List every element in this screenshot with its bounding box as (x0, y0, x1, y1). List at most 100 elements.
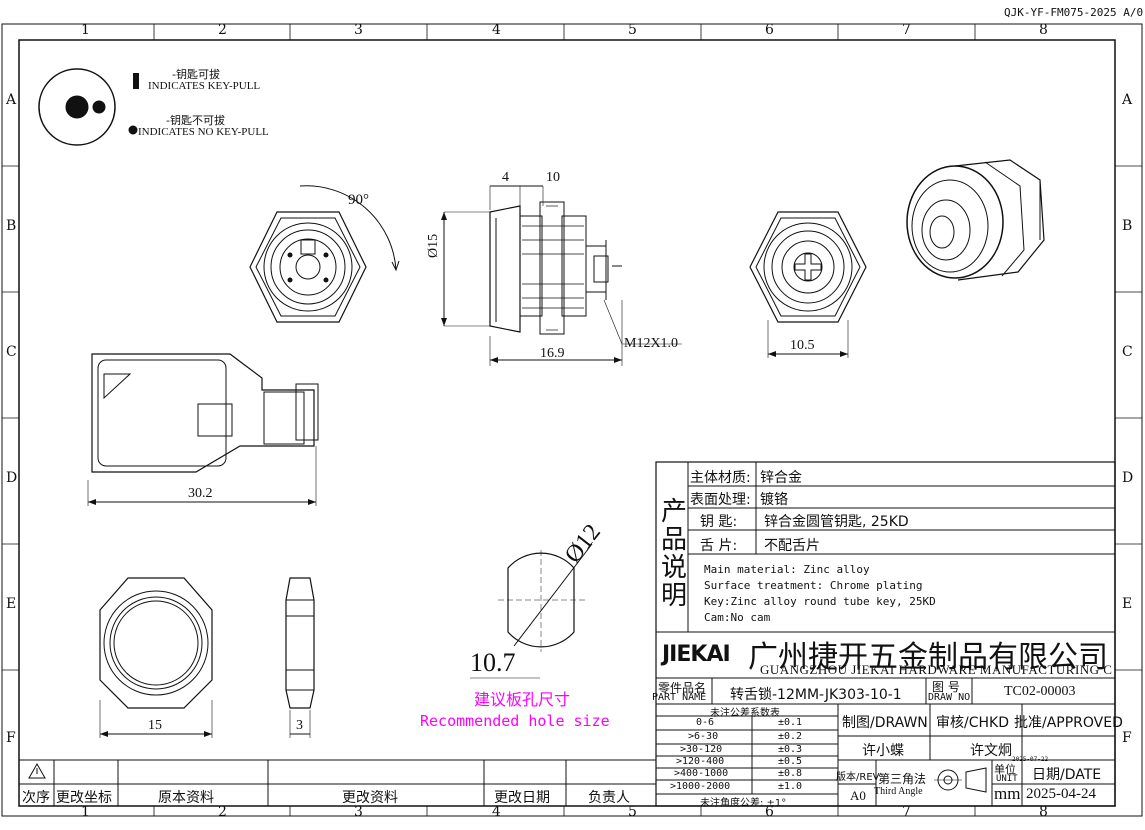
spec-title-char: 说 (661, 553, 688, 583)
zone-col-2-bottom: 2 (218, 804, 227, 820)
rev-col-original: 原本资料 (158, 790, 214, 806)
zone-row-f-right: F (1122, 730, 1132, 746)
rev-label: 版本/REV (836, 772, 880, 783)
spec-value-cam: 不配舌片 (764, 538, 820, 554)
chkd-label: 审核/CHKD (936, 715, 1009, 731)
zone-row-b-right: B (1122, 218, 1133, 234)
tol-range: >120-400 (676, 756, 725, 767)
spec-title-char: 产 (661, 497, 688, 527)
tolerance-angle: 未注角度公差: ±1° (700, 798, 787, 809)
part-name-label-cn: 零件品名 (658, 681, 707, 695)
spec-label-material: 主体材质: (690, 470, 751, 486)
hole-note-cn: 建议板孔尺寸 (474, 690, 571, 709)
tol-range: >30-120 (680, 744, 723, 755)
zone-row-d-left: D (6, 470, 18, 486)
legend-nokeypull-en: INDICATES NO KEY-PULL (138, 126, 269, 138)
spec-title-char: 明 (661, 581, 688, 611)
tol-value: ±0.5 (778, 756, 803, 767)
tol-range: >400-1000 (674, 768, 729, 779)
zone-col-2-top: 2 (218, 22, 227, 38)
part-name: 转舌锁-12MM-JK303-10-1 (730, 687, 902, 703)
spec-en-lines: Main material: Zinc alloy Surface treatm… (704, 562, 936, 626)
zone-col-8-top: 8 (1039, 22, 1048, 38)
hole-note-en: Recommended hole size (420, 712, 610, 730)
zone-col-3-top: 3 (354, 22, 363, 38)
spec-en-line: Cam:No cam (704, 611, 771, 624)
dim-thread: M12X1.0 (624, 336, 679, 351)
approved-label: 批准/APPROVED (1014, 715, 1123, 731)
zone-row-f-left: F (6, 730, 16, 746)
tiny-date: 2025-07-22 (1012, 756, 1049, 763)
tol-value: ±0.8 (778, 768, 803, 779)
zone-col-1-bottom: 1 (81, 804, 90, 820)
unit-value: mm (994, 784, 1021, 803)
tolerance-title: 未注公差系数表 (710, 708, 780, 719)
dim-dia15: Ø15 (426, 233, 441, 258)
zone-row-a-right: A (1122, 92, 1133, 108)
dim-15: 15 (148, 718, 162, 733)
company-name-en: GUANGZHOU JIEKAI HARDWARE MANUFACTURING … (760, 662, 1112, 677)
dim-10-7: 10.7 (470, 648, 516, 677)
unit-label-cn: 单位 (994, 763, 1016, 776)
zone-col-7-bottom: 7 (902, 804, 911, 820)
spec-value-surface: 镀铬 (760, 492, 788, 508)
dim-10-5: 10.5 (790, 338, 815, 353)
date-value: 2025-04-24 (1026, 786, 1096, 802)
drawno: TC02-00003 (1004, 684, 1076, 699)
doc-code: QJK-YF-FM075-2025 A/0 (1004, 6, 1144, 19)
company-logo: JIEKAI (662, 642, 731, 667)
rev-col-seq: 次序 (22, 790, 50, 806)
spec-title-char: 品 (661, 525, 688, 555)
zone-col-8-bottom: 8 (1039, 804, 1048, 820)
drawn-label: 制图/DRAWN (842, 715, 928, 731)
tol-value: ±1.0 (778, 781, 803, 792)
zone-row-b-left: B (6, 218, 17, 234)
zone-col-3-bottom: 3 (354, 804, 363, 820)
zone-col-4-top: 4 (492, 22, 501, 38)
spec-label-key: 钥 匙: (700, 514, 738, 530)
company-name-cn: 广州捷开五金制品有限公司 (748, 640, 1108, 675)
dim-30-2: 30.2 (188, 486, 213, 501)
spec-value-material: 锌合金 (760, 470, 802, 486)
dim-10: 10 (546, 170, 560, 185)
drawn-name: 许小蝶 (862, 743, 904, 759)
tol-value: ±0.2 (778, 731, 803, 742)
approved-name: 许文炯 (970, 743, 1012, 759)
rev-col-owner: 负责人 (588, 790, 630, 806)
zone-row-d-right: D (1122, 470, 1134, 486)
zone-col-4-bottom: 4 (492, 804, 501, 820)
rev-col-coord: 更改坐标 (56, 790, 112, 806)
drawno-label-en: DRAW NO (928, 692, 971, 703)
tol-range: 0-6 (696, 717, 715, 728)
unit-label-en: UNIT (996, 774, 1018, 784)
legend-nokeypull-cn: -钥匙不可拔 (166, 114, 225, 127)
rev-value: A0 (850, 788, 866, 803)
drawno-label-cn: 图 号 (932, 680, 960, 694)
zone-row-a-left: A (6, 92, 17, 108)
zone-row-c-right: C (1122, 344, 1133, 360)
dim-angle: 90° (348, 192, 369, 208)
third-angle-en: Third Angle (874, 786, 923, 797)
date-label: 日期/DATE (1032, 767, 1102, 783)
zone-col-7-top: 7 (902, 22, 911, 38)
tol-range: >6-30 (688, 731, 719, 742)
zone-row-e-right: E (1122, 596, 1133, 612)
spec-en-line: Main material: Zinc alloy (704, 563, 870, 576)
rev-col-date: 更改日期 (494, 790, 550, 806)
tol-value: ±0.3 (778, 744, 803, 755)
dim-3: 3 (296, 718, 303, 733)
spec-value-key: 锌合金圆管钥匙, 25KD (764, 514, 909, 530)
zone-row-e-left: E (6, 596, 17, 612)
zone-col-6-top: 6 (765, 22, 774, 38)
dim-16-9: 16.9 (540, 346, 565, 361)
spec-en-line: Surface treatment: Chrome plating (704, 579, 923, 592)
legend-keypull-en: INDICATES KEY-PULL (148, 80, 261, 92)
rev-col-changed: 更改资料 (342, 790, 398, 806)
spec-vertical-title: 产 品 说 明 (661, 498, 689, 610)
zone-row-c-left: C (6, 344, 17, 360)
zone-col-1-top: 1 (81, 22, 90, 38)
zone-col-5-top: 5 (628, 22, 637, 38)
spec-label-cam: 舌 片: (700, 538, 738, 554)
spec-en-line: Key:Zinc alloy round tube key, 25KD (704, 595, 936, 608)
